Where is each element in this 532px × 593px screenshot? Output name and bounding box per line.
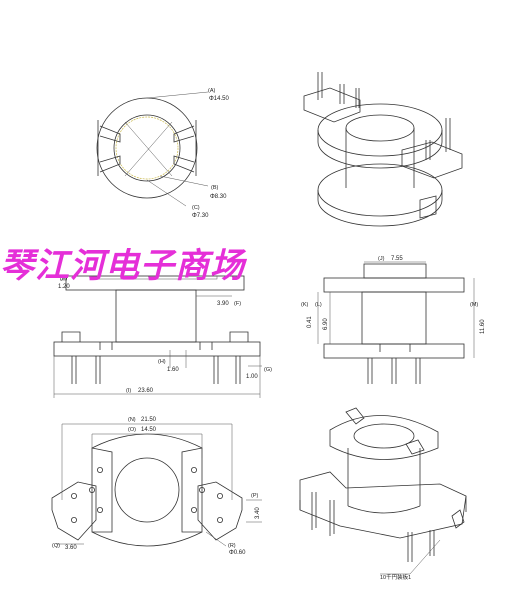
bottom-view: (N) 21.50 (O) 14.50 (P) 3.40 (Q) 3.60 (R… [51,417,262,556]
top-view: (A) Φ14.50 (B) Φ8.30 (C) Φ7.30 [96,88,229,219]
dim-m-label: (M) [470,302,478,308]
dim-k-value: 0.41 [307,316,313,328]
dim-n-value: 21.50 [141,417,157,423]
side-view: (E) 1.20 3.90 (F) (H) 1.60 1.00 (G) (I) … [53,275,272,398]
dim-i-label: (I) [126,388,131,394]
iso-view-top [303,72,463,227]
dim-i-value: 23.60 [138,388,154,394]
dim-q-label: (Q) [52,543,60,549]
dim-a-label: (A) [208,88,216,94]
dim-g-value: 1.00 [246,374,258,380]
dim-g-label: (G) [264,367,272,373]
dim-c-value: Φ7.30 [192,213,209,219]
dim-p-label: (P) [251,493,259,499]
dim-n-label: (N) [128,417,136,423]
dim-j-label: (J) [378,256,385,262]
dim-h-value: 1.60 [167,367,179,373]
dim-f-value: 3.90 [217,301,229,307]
iso-view-bottom: 10千円装板1 [299,407,467,581]
dim-f-label: (F) [234,301,241,307]
dim-b-label: (B) [211,185,219,191]
dim-r-label: (R) [228,543,236,549]
right-side-view: (J) 7.55 (K) 0.41 (L) 6.90 (M) 11.60 [301,256,486,384]
dim-o-label: (O) [128,427,136,433]
iso-callout: 10千円装板1 [380,573,411,581]
dim-b-value: Φ8.30 [210,194,227,200]
dim-r-value: Φ0.60 [229,550,246,556]
dim-o-value: 14.50 [141,427,157,433]
dim-c-label: (C) [192,205,200,211]
dim-p-value: 3.40 [255,507,261,519]
dim-q-value: 3.60 [65,545,77,551]
dim-e-value: 1.20 [58,284,70,290]
dim-e-label: (E) [60,276,68,282]
dim-a-value: Φ14.50 [209,96,229,102]
dim-k-label: (K) [301,302,309,308]
dim-m-value: 11.60 [480,319,486,334]
watermark: 琴江河电子商场 [0,246,245,286]
dim-j-value: 7.55 [391,256,403,262]
dim-l-label: (L) [315,302,322,308]
dim-l-value: 6.90 [323,318,329,330]
dim-h-label: (H) [158,359,166,365]
